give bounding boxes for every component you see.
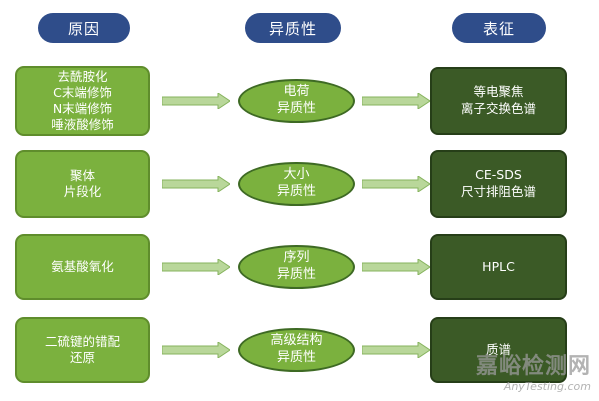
heterogeneity-ellipse-size: 大小 异质性 [238, 162, 355, 206]
arrow-right-icon [362, 259, 430, 275]
cause-box-size: 聚体 片段化 [15, 150, 150, 218]
arrow-right-icon [162, 93, 230, 109]
watermark-main: 嘉峪检测网 [475, 354, 591, 379]
arrow-right-icon [362, 342, 430, 358]
characterization-box-charge: 等电聚焦 离子交换色谱 [430, 67, 567, 135]
arrow-right-icon [362, 176, 430, 192]
header-heterogeneity: 异质性 [245, 13, 341, 43]
heterogeneity-ellipse-sequence: 序列 异质性 [238, 245, 355, 289]
characterization-box-sequence: HPLC [430, 234, 567, 300]
cause-box-sequence: 氨基酸氧化 [15, 234, 150, 300]
heterogeneity-ellipse-charge: 电荷 异质性 [238, 79, 355, 123]
arrow-right-icon [162, 259, 230, 275]
header-characterization: 表征 [452, 13, 546, 43]
arrow-right-icon [162, 176, 230, 192]
watermark-sub: AnyTesting.com [503, 380, 591, 393]
characterization-box-size: CE-SDS 尺寸排阻色谱 [430, 150, 567, 218]
cause-box-charge: 去酰胺化 C末端修饰 N末端修饰 唾液酸修饰 [15, 66, 150, 136]
heterogeneity-ellipse-structure: 高级结构 异质性 [238, 328, 355, 372]
arrow-right-icon [362, 93, 430, 109]
cause-box-structure: 二硫键的错配 还原 [15, 317, 150, 383]
arrow-right-icon [162, 342, 230, 358]
characterization-box-structure: 质谱 [430, 317, 567, 383]
header-cause: 原因 [38, 13, 130, 43]
watermark: 嘉峪检测网 AnyTesting.com [476, 348, 591, 393]
